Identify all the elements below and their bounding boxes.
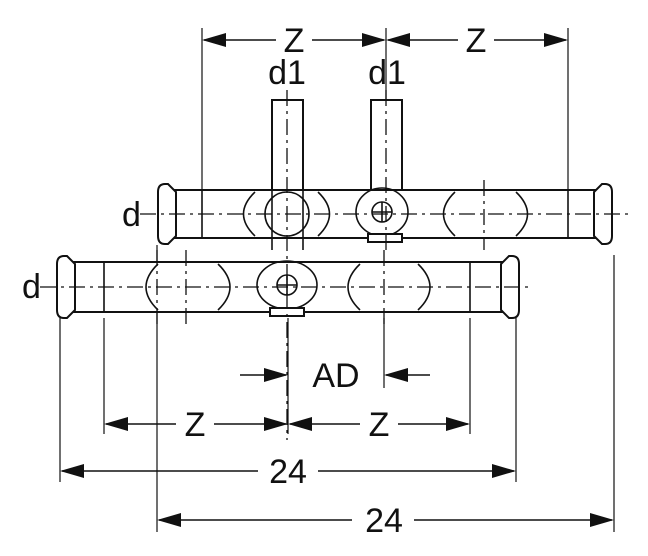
label-d-upper: d — [122, 196, 141, 234]
label-z-top-right: Z — [466, 22, 487, 60]
label-d-lower: d — [22, 268, 41, 306]
label-ad: AD — [312, 357, 359, 395]
upper-end-right — [593, 183, 613, 245]
center-lines — [40, 90, 628, 440]
upper-branch-left — [271, 99, 304, 193]
upper-branch-right — [370, 99, 403, 193]
label-z-bottom-right: Z — [369, 406, 390, 444]
upper-distributor — [157, 99, 613, 250]
label-d1-right: d1 — [368, 54, 406, 92]
label-z-top-left: Z — [284, 22, 305, 60]
dimension-lines — [60, 33, 614, 527]
dimension-labels: Z Z d1 d1 d d AD Z Z 24 24 — [22, 22, 486, 540]
upper-end-left — [157, 183, 177, 245]
lower-end-left — [56, 255, 76, 319]
label-24-lower: 24 — [365, 502, 403, 540]
label-z-bottom-left: Z — [185, 406, 206, 444]
label-24-upper: 24 — [269, 453, 307, 491]
label-d1-left: d1 — [268, 54, 306, 92]
